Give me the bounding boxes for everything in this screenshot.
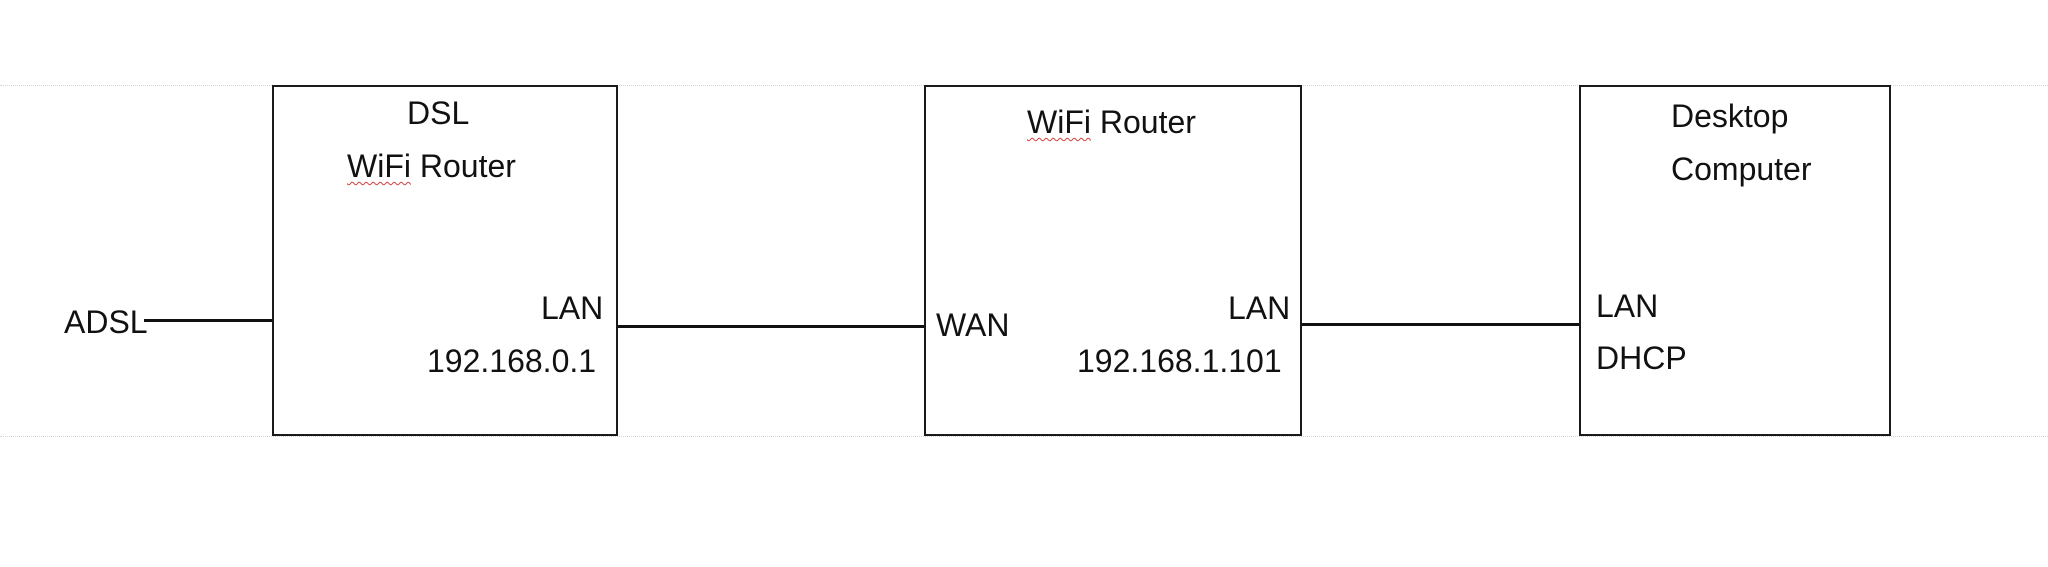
dsl-router-title-line-1: DSL: [407, 95, 470, 131]
dsl-router-lan-port-label: LAN: [541, 290, 604, 326]
wifi-router-lan-ip: 192.168.1.101: [1077, 343, 1282, 379]
wifi-to-desktop-connection-line: [1298, 323, 1584, 326]
desktop-title-line-2: Computer: [1671, 151, 1812, 187]
adsl-connection-line: [144, 319, 274, 322]
adsl-label: ADSL: [64, 304, 148, 340]
dsl-router-title-rest: Router: [410, 148, 516, 184]
wifi-router-title: WiFi Router: [1027, 106, 1196, 138]
desktop-title-line-1: Desktop: [1671, 98, 1789, 134]
wifi-router-wan-port-label: WAN: [936, 307, 1010, 343]
wifi-router-lan-port-label: LAN: [1228, 290, 1291, 326]
desktop-computer-box: [1579, 85, 1891, 436]
wifi-router-title-word-wifi: WiFi: [1027, 104, 1091, 140]
dsl-router-lan-ip: 192.168.0.1: [427, 343, 597, 379]
desktop-lan-dhcp: DHCP: [1596, 340, 1687, 376]
dsl-wifi-router-box: [272, 85, 618, 436]
guide-line-bottom: [0, 436, 2048, 437]
wifi-router-title-rest: Router: [1090, 104, 1196, 140]
dsl-router-title-word-wifi: WiFi: [347, 148, 411, 184]
dsl-router-title-line-2: WiFi Router: [347, 150, 516, 182]
desktop-lan-port-label: LAN: [1596, 288, 1659, 324]
wifi-router-box: [924, 85, 1302, 436]
dsl-to-wifi-connection-line: [612, 325, 926, 328]
